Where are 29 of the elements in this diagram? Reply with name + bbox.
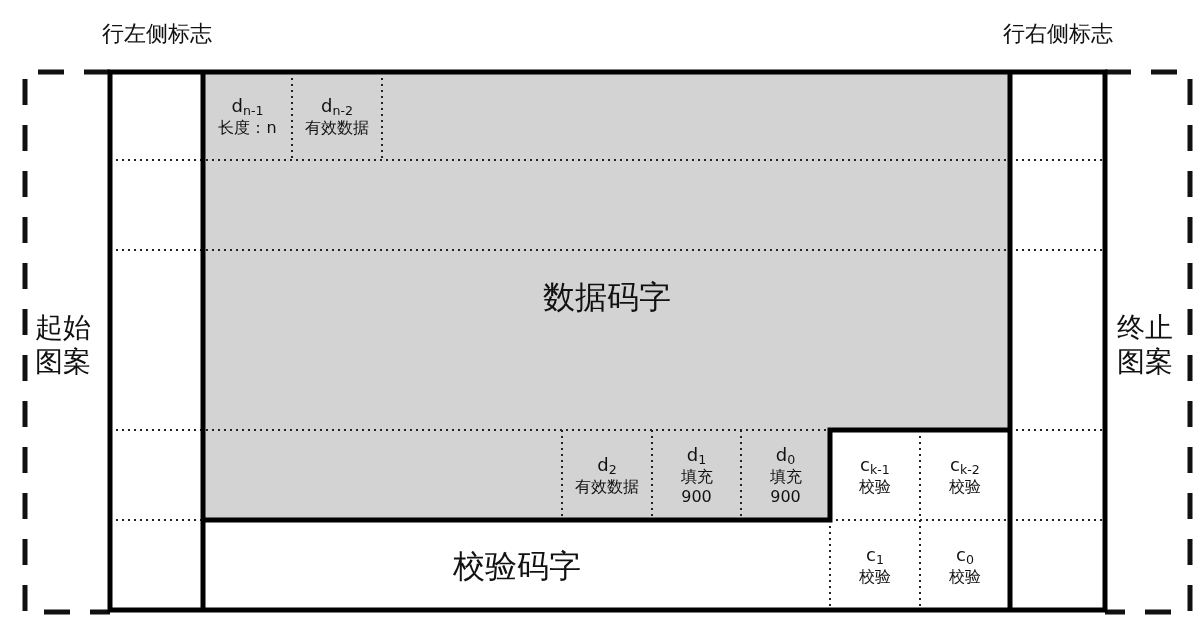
region-title: 校验码字 <box>452 546 581 586</box>
cell-note: 有效数据 <box>575 477 639 497</box>
codeword-symbol: d$_{0}$ <box>775 444 796 468</box>
cell-note: 长度：n <box>218 118 277 138</box>
cell-note: 有效数据 <box>305 118 369 138</box>
end-pattern-region <box>1105 70 1195 614</box>
region-title: 行右侧标志 <box>1002 20 1113 48</box>
region-title: 数据码字 <box>542 277 671 317</box>
codeword-symbol: d$_{n-2}$ <box>321 94 353 119</box>
region-title: 终止图案 <box>1116 311 1174 379</box>
codeword-symbol: d$_{2}$ <box>597 453 617 478</box>
region-title: 起始图案 <box>34 311 92 379</box>
cell-note: 填充 <box>680 467 713 487</box>
cell-note: 校验 <box>949 567 981 587</box>
codeword-symbol: c$_{k-1}$ <box>860 453 890 478</box>
codeword-symbol: d$_{n-1}$ <box>231 94 264 119</box>
cell-note: 校验 <box>859 477 891 497</box>
cell-note: 校验 <box>949 477 981 497</box>
region-title: 行左侧标志 <box>101 20 212 48</box>
cell-note: 900 <box>681 486 712 506</box>
cell-note: 900 <box>770 486 801 506</box>
start-pattern-region <box>20 70 110 614</box>
codeword-symbol: c$_{1}$ <box>866 543 884 568</box>
data-codeword-region <box>203 72 1010 430</box>
codeword-symbol: c$_{k-2}$ <box>950 453 980 478</box>
codeword-symbol: d$_{1}$ <box>686 444 707 468</box>
codeword-symbol: c$_{0}$ <box>956 543 974 568</box>
cell-note: 填充 <box>769 467 802 487</box>
cell-note: 校验 <box>859 567 891 587</box>
